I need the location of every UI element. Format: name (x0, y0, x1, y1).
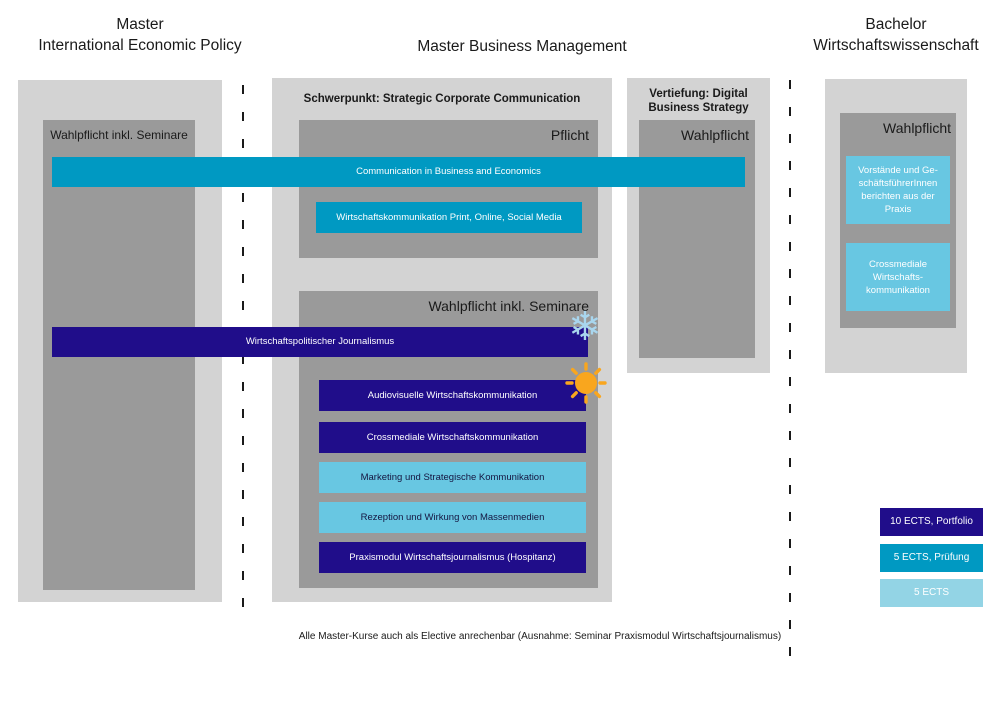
box-vertiefung-wahlpflicht-label: Wahlpflicht (681, 127, 749, 143)
title-master-bm-line1: Master Business Management (417, 38, 627, 55)
title-bachelor: Bachelor Wirtschaftswissenschaft (796, 14, 996, 56)
box-pflicht: Pflicht (299, 120, 598, 258)
course-crossmediale-bachelor: Crossmediale Wirtschafts- kommunikation (846, 243, 950, 311)
title-master-iep-line1: Master (116, 16, 164, 33)
course-wipo-journalismus: Wirtschaftspolitischer Journalismus (52, 327, 588, 357)
title-bachelor-line1: Bachelor (865, 16, 927, 33)
course-rezeption-massenmedien: Rezeption und Wirkung von Massenmedien (319, 502, 586, 533)
snowflake-icon: ❄ (568, 304, 602, 350)
schwerpunkt-title: Schwerpunkt: Strategic Corporate Communi… (303, 93, 581, 105)
course-vorstaende-praxis: Vorstände und Ge- schäftsführerInnen ber… (846, 156, 950, 224)
box-bachelor-wahlpflicht: Wahlpflicht Vorstände und Ge- schäftsfüh… (840, 113, 956, 328)
course-audiovisuelle-wiko: Audiovisuelle Wirtschaftskommunikation (319, 380, 586, 411)
sun-icon (565, 362, 607, 404)
box-wahlpflicht-seminare-label: Wahlpflicht inkl. Seminare (428, 298, 589, 314)
box-iep-wahlpflicht-label: Wahlpflicht inkl. Seminare (50, 128, 188, 142)
course-communication-business-economics: Communication in Business and Economics (52, 157, 745, 187)
course-marketing-strategische-label: Marketing und Strategische Kommunikation (360, 472, 545, 483)
legend-item-10-ects-portfolio: 10 ECTS, Portfolio (880, 508, 983, 536)
course-vorstaende-line4: Praxis (884, 204, 912, 215)
title-master-iep-line2: International Economic Policy (38, 37, 242, 54)
title-master-iep: Master International Economic Policy (20, 14, 260, 56)
legend-item-5-ects: 5 ECTS (880, 579, 983, 607)
course-crossmediale-wiko: Crossmediale Wirtschaftskommunikation (319, 422, 586, 453)
course-vorstaende-line1: Vorstände und Ge- (858, 165, 938, 176)
title-master-bm: Master Business Management (392, 36, 652, 57)
box-pflicht-label: Pflicht (550, 127, 589, 143)
course-crossmediale-wiko-label: Crossmediale Wirtschaftskommunikation (366, 432, 539, 443)
course-crossmediale-ba-line3: kommunikation (866, 284, 930, 296)
course-rezeption-massenmedien-label: Rezeption und Wirkung von Massenmedien (360, 512, 545, 523)
course-wipo-journalismus-label: Wirtschaftspolitischer Journalismus (245, 336, 395, 347)
course-praxismodul-hospitanz-label: Praxismodul Wirtschaftsjournalismus (Hos… (349, 552, 556, 563)
vertiefung-title-line1: Vertiefung: Digital (649, 88, 748, 100)
course-crossmediale-ba-line1: Crossmediale (868, 258, 928, 270)
vertiefung-title: Vertiefung: Digital Business Strategy (627, 87, 770, 115)
vertiefung-title-line2: Business Strategy (648, 102, 749, 114)
course-vorstaende-line3: berichten aus der (861, 191, 935, 202)
course-crossmediale-ba-line2: Wirtschafts- (872, 271, 924, 283)
title-bachelor-line2: Wirtschaftswissenschaft (813, 37, 979, 54)
box-bachelor-wahlpflicht-label: Wahlpflicht (883, 120, 951, 136)
course-marketing-strategische: Marketing und Strategische Kommunikation (319, 462, 586, 493)
box-vertiefung-wahlpflicht: Wahlpflicht (639, 120, 755, 358)
course-wiko-print-online-label: Wirtschaftskommunikation Print, Online, … (336, 212, 562, 223)
legend-item-5-ects-pruefung: 5 ECTS, Prüfung (880, 544, 983, 572)
legend: 10 ECTS, Portfolio 5 ECTS, Prüfung 5 ECT… (880, 508, 983, 615)
course-praxismodul-hospitanz: Praxismodul Wirtschaftsjournalismus (Hos… (319, 542, 586, 573)
divider-dashed-right (789, 80, 791, 656)
course-audiovisuelle-wiko-label: Audiovisuelle Wirtschaftskommunikation (367, 390, 538, 401)
panel-bachelor: Wahlpflicht Vorstände und Ge- schäftsfüh… (825, 79, 967, 373)
course-wiko-print-online: Wirtschaftskommunikation Print, Online, … (316, 202, 582, 233)
course-communication-label: Communication in Business and Economics (356, 166, 541, 177)
footnote: Alle Master-Kurse auch als Elective anre… (298, 631, 782, 642)
course-vorstaende-line2: schäftsführerInnen (858, 178, 938, 189)
